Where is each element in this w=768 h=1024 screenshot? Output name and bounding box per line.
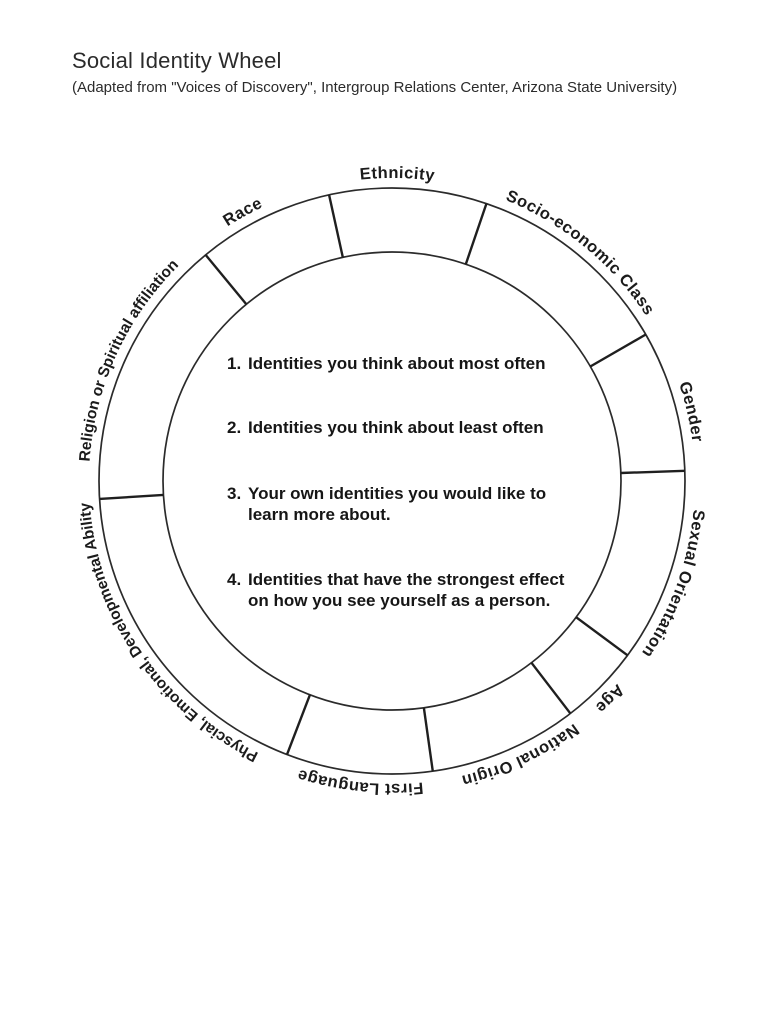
page-title: Social Identity Wheel	[72, 48, 282, 73]
note-text: Identities that have the strongest effec…	[248, 570, 565, 610]
note-number: 2.	[227, 418, 242, 437]
wheel-segment-label: Socio-economic Class	[503, 187, 658, 319]
note-number: 1.	[227, 354, 242, 373]
center-note: 1. Identities you think about most often	[227, 353, 546, 374]
note-number: 3.	[227, 484, 242, 503]
segment-divider	[204, 254, 248, 306]
segment-divider	[589, 333, 647, 368]
note-number: 4.	[227, 570, 242, 589]
center-note: 2. Identities you think about least often	[227, 417, 544, 438]
segment-divider	[620, 469, 685, 475]
wheel-segment-label: Religion or Spiritual affiliation	[77, 256, 182, 462]
wheel-segment-label: Age	[592, 681, 628, 717]
wheel-segment-label: National Origin	[460, 720, 582, 790]
segment-divider	[99, 493, 164, 501]
note-text: Identities you think about most often	[248, 354, 546, 373]
outer-ring-circle	[98, 187, 686, 775]
segment-divider	[327, 194, 344, 258]
wheel-segment-label: Sexual Orientation	[638, 509, 708, 661]
wheel-segment-label: Ethnicity	[359, 164, 436, 185]
inner-ring-circle	[162, 251, 622, 711]
wheel-segment-label: Physcial, Emotional, Developmental Abili…	[77, 502, 261, 765]
center-note: 4. Identities that have the strongest eff…	[227, 569, 564, 611]
note-text: Identities you think about least often	[248, 418, 544, 437]
segment-divider	[464, 203, 488, 265]
segment-divider	[422, 707, 434, 772]
wheel-segment-label: Race	[220, 194, 265, 230]
segment-divider	[530, 661, 572, 715]
wheel-segment-label: First Language	[295, 766, 424, 798]
segment-divider	[575, 616, 629, 657]
segment-divider	[285, 694, 312, 755]
page-header: Social Identity Wheel (Adapted from "Voi…	[72, 48, 677, 97]
wheel-segment-label: Gender	[675, 379, 706, 443]
page-subtitle: (Adapted from "Voices of Discovery", Int…	[72, 79, 678, 96]
